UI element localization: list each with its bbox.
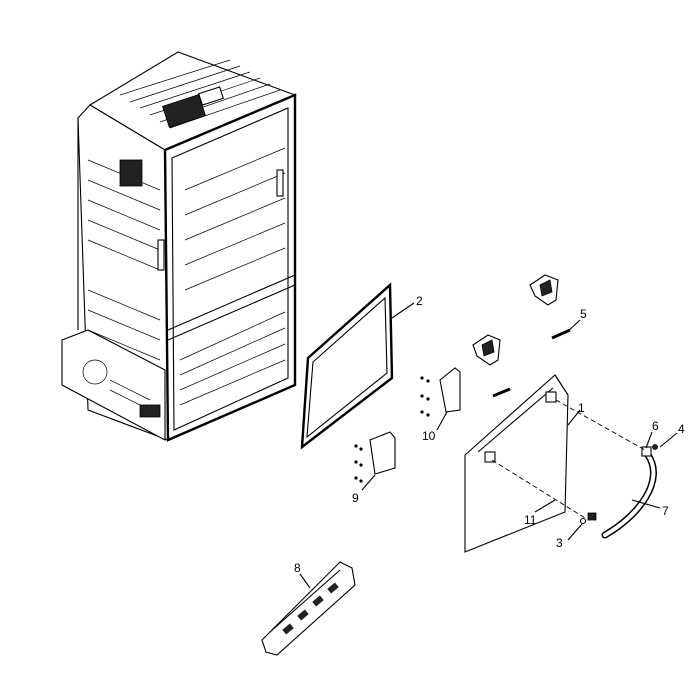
hinge-bracket-lower — [472, 334, 501, 366]
callout-2: 2 — [416, 294, 423, 308]
door-gasket — [300, 282, 394, 450]
door-bin — [261, 561, 356, 656]
callout-1: 1 — [578, 401, 585, 415]
leader-lines — [299, 302, 678, 589]
callout-3: 3 — [556, 536, 563, 550]
door-bracket-9 — [354, 431, 396, 483]
callout-8: 8 — [294, 561, 301, 575]
handle-screw-4 — [652, 444, 658, 450]
handle-mount-6 — [641, 446, 652, 457]
callout-9: 9 — [352, 491, 359, 505]
door-handle — [601, 451, 657, 539]
screw-loose — [492, 387, 511, 398]
callout-10: 10 — [422, 429, 436, 443]
callout-7: 7 — [662, 504, 669, 518]
refrigerator-cabinet — [61, 51, 297, 442]
handle-screw-3 — [579, 512, 597, 525]
callout-5: 5 — [580, 307, 587, 321]
door-panel — [464, 374, 569, 553]
hinge-bracket-upper — [529, 274, 559, 306]
assembly-lines — [491, 399, 646, 519]
callout-4: 4 — [678, 422, 685, 436]
callout-11: 11 — [524, 513, 537, 527]
door-bracket-10 — [420, 367, 461, 417]
callout-6: 6 — [652, 419, 659, 433]
